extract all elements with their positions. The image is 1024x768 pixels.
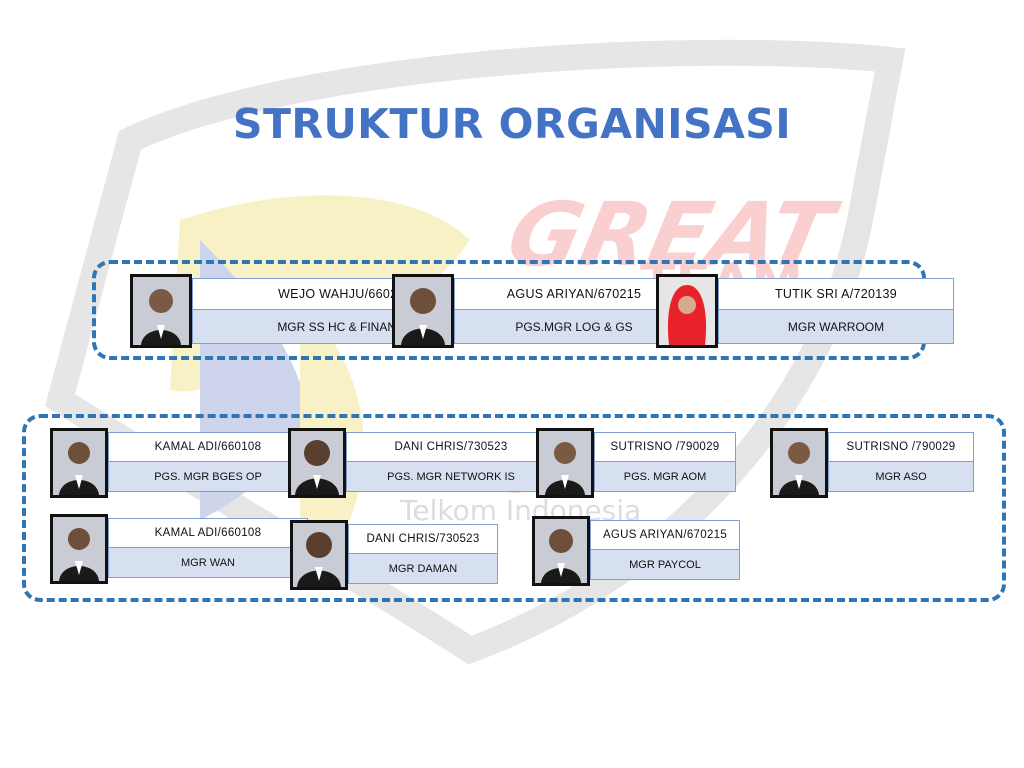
person-name: AGUS ARIYAN/670215 [454,278,694,310]
person-name: AGUS ARIYAN/670215 [590,520,740,550]
person-name: SUTRISNO /790029 [828,432,974,462]
person-silhouette-icon [53,431,105,495]
person-name: TUTIK SRI A/720139 [718,278,954,310]
person-role: PGS. MGR AOM [594,462,736,492]
person-role: MGR WARROOM [718,310,954,344]
person-silhouette-icon [53,517,105,581]
person-hijab-icon [659,277,715,345]
person-name: DANI CHRIS/730523 [348,524,498,554]
person-photo [770,428,828,498]
person-name: DANI CHRIS/730523 [346,432,556,462]
person-name: KAMAL ADI/660108 [108,432,308,462]
person-photo [536,428,594,498]
person-role: MGR ASO [828,462,974,492]
bottom-group-frame [22,414,1006,602]
person-silhouette-icon [395,277,451,345]
person-silhouette-icon [535,519,587,583]
person-name: SUTRISNO /790029 [594,432,736,462]
person-photo [392,274,454,348]
person-silhouette-icon [133,277,189,345]
person-photo [130,274,192,348]
person-photo [288,428,346,498]
person-silhouette-icon [293,523,345,587]
person-role: PGS. MGR BGES OP [108,462,308,492]
person-role: MGR DAMAN [348,554,498,584]
person-silhouette-icon [539,431,591,495]
person-photo [532,516,590,586]
person-photo [50,514,108,584]
person-role: PGS. MGR NETWORK IS [346,462,556,492]
page-title: STRUKTUR ORGANISASI [232,100,792,148]
person-role: PGS.MGR LOG & GS [454,310,694,344]
person-role: MGR WAN [108,548,308,578]
person-photo [656,274,718,348]
person-photo [290,520,348,590]
person-silhouette-icon [291,431,343,495]
person-name: KAMAL ADI/660108 [108,518,308,548]
person-role: MGR PAYCOL [590,550,740,580]
person-silhouette-icon [773,431,825,495]
person-photo [50,428,108,498]
